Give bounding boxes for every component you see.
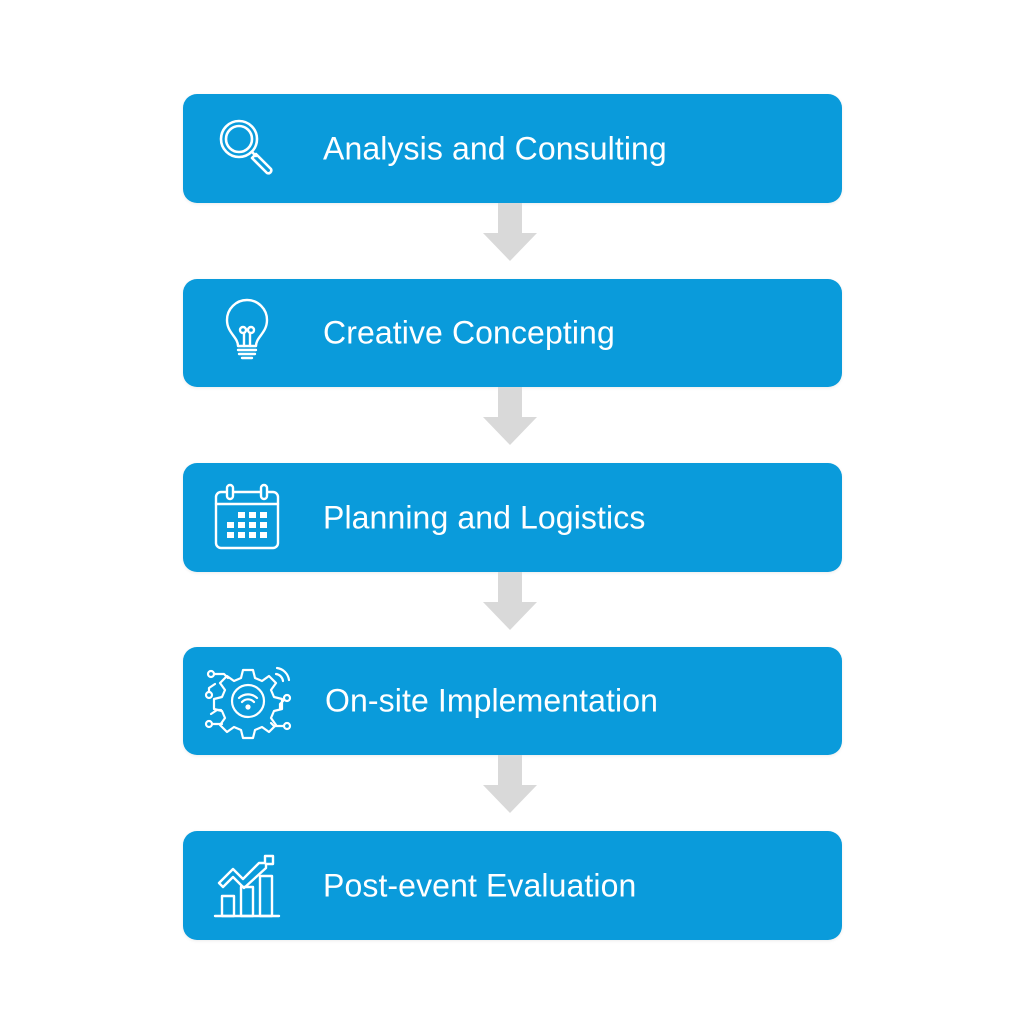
step-label: Creative Concepting — [323, 314, 615, 351]
down-arrow-icon — [483, 755, 537, 813]
step-label: On-site Implementation — [325, 682, 659, 719]
magnifying-glass-icon — [207, 113, 287, 185]
step-analysis-consulting: Analysis and Consulting — [183, 94, 842, 203]
step-label: Analysis and Consulting — [323, 130, 667, 166]
down-arrow-icon — [483, 387, 537, 445]
down-arrow-icon — [483, 203, 537, 261]
step-creative-concepting: Creative Concepting — [183, 279, 842, 387]
growth-bar-chart-icon — [207, 850, 287, 922]
step-planning-logistics: Planning and Logistics — [183, 463, 842, 572]
down-arrow-icon — [483, 572, 537, 630]
step-label: Planning and Logistics — [323, 499, 646, 535]
lightbulb-icon — [207, 297, 287, 369]
calendar-icon — [207, 482, 287, 554]
step-onsite-implementation: On-site Implementation — [183, 647, 842, 755]
gear-wifi-network-icon — [199, 665, 299, 740]
step-label: Post-event Evaluation — [323, 867, 637, 903]
step-post-event-evaluation: Post-event Evaluation — [183, 831, 842, 940]
